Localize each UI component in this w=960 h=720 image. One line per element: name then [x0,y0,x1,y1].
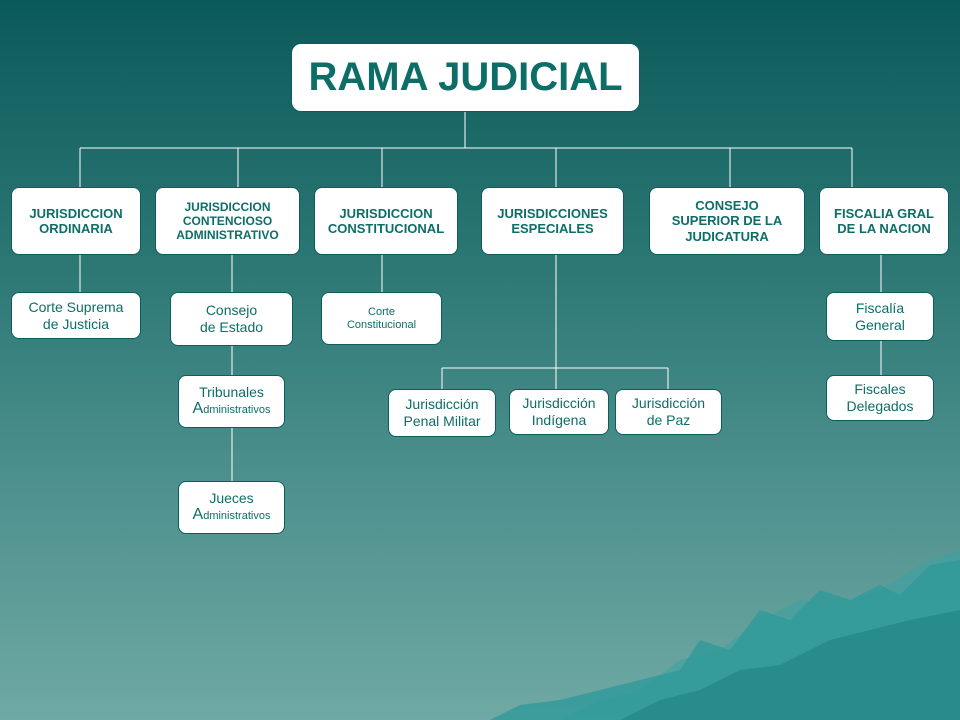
node-label-corte-suprema: Corte Suprema de Justicia [28,298,124,332]
branch-label-consejo-superior: CONSEJO SUPERIOR DE LA JUDICATURA [671,198,783,244]
branch-label-especiales: JURISDICCIONES ESPECIALES [497,205,608,236]
node-jueces: Jueces Administrativos [178,481,285,534]
branch-box-ordinaria: JURISDICCION ORDINARIA [11,187,141,255]
branch-label-contencioso: JURISDICCION CONTENCIOSO ADMINISTRATIVO [176,199,279,243]
node-label-corte-constitucional: Corte Constitucional [346,305,417,331]
branch-label-constitucional: JURISDICCION CONSTITUCIONAL [327,205,445,236]
node-label-tribunales-rest: dministrativos [203,404,271,417]
node-label-paz: Jurisdicción de Paz [631,395,706,428]
node-label-indigena: Jurisdicción Indígena [522,395,596,428]
node-fiscales-delegados: Fiscales Delegados [826,375,934,421]
node-paz: Jurisdicción de Paz [615,389,722,435]
node-label-penal-militar: Jurisdicción Penal Militar [403,396,481,429]
node-fiscalia-general: Fiscalía General [826,292,934,341]
branch-box-fiscalia: FISCALIA GRAL DE LA NACION [819,187,949,255]
node-label-tribunales-initial: A [192,400,204,418]
node-tribunales: Tribunales Administrativos [178,375,285,428]
branch-box-constitucional: JURISDICCION CONSTITUCIONAL [314,187,458,255]
node-penal-militar: Jurisdicción Penal Militar [388,389,496,437]
node-label-tribunales-line1: Tribunales [199,383,264,400]
node-label-tribunales-line2: Administrativos [193,400,271,419]
root-title: RAMA JUDICIAL [308,54,623,99]
node-label-fiscales-delegados: Fiscales Delegados [846,381,914,414]
node-consejo-estado: Consejo de Estado [170,292,293,346]
branch-box-especiales: JURISDICCIONES ESPECIALES [481,187,624,255]
node-label-jueces-initial: A [192,506,204,524]
branch-box-consejo-superior: CONSEJO SUPERIOR DE LA JUDICATURA [649,187,805,255]
node-label-jueces-rest: dministrativos [203,510,271,523]
node-corte-suprema: Corte Suprema de Justicia [11,292,141,339]
branch-box-contencioso: JURISDICCION CONTENCIOSO ADMINISTRATIVO [155,187,300,255]
branch-label-ordinaria: JURISDICCION ORDINARIA [29,205,123,236]
node-corte-constitucional: Corte Constitucional [321,292,442,345]
root-box-rama-judicial: RAMA JUDICIAL [291,43,640,112]
branch-label-fiscalia: FISCALIA GRAL DE LA NACION [834,205,934,236]
node-indigena: Jurisdicción Indígena [509,389,609,435]
node-label-consejo-estado: Consejo de Estado [199,302,264,335]
node-label-jueces-line1: Jueces [209,489,254,506]
node-label-jueces-line2: Administrativos [193,506,271,525]
mountain-shadow [620,610,960,720]
node-label-fiscalia-general: Fiscalía General [855,299,905,333]
